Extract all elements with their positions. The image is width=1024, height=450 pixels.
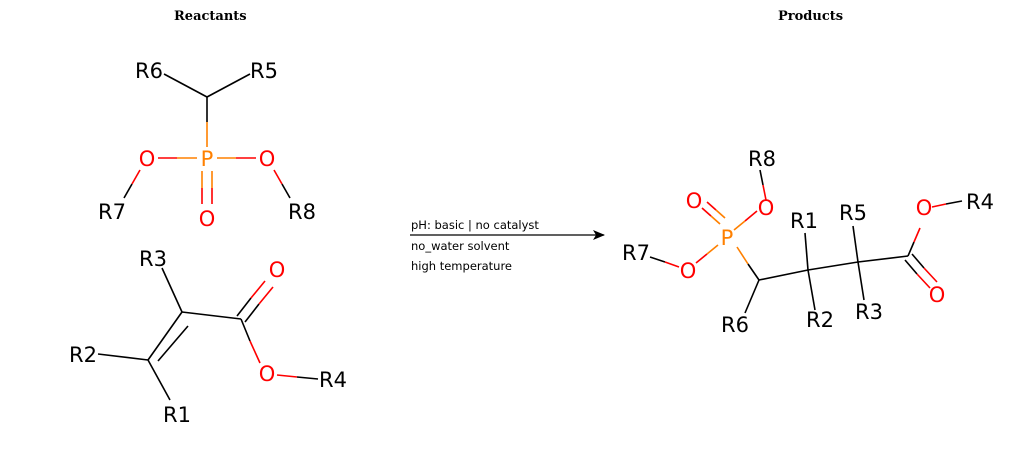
product-phosphorus-label: P	[721, 226, 734, 250]
reactant2-r1-label: R1	[163, 403, 191, 427]
product-oxygen-double-label: O	[686, 189, 703, 213]
reactants-heading: Reactants	[174, 9, 247, 24]
reactant2-r2-label: R2	[69, 343, 97, 367]
reactant2-oxygen-ester-label: O	[259, 362, 276, 386]
condition-temperature: high temperature	[411, 259, 512, 273]
reactant1-oxygen-left-label: O	[139, 147, 156, 171]
reactant2-r4-label: R4	[319, 368, 347, 392]
reactant1-r8-label: R8	[288, 200, 316, 224]
reactant-phosphonate: R6 R5 P O O O R7 R8	[98, 59, 316, 231]
products-heading: Products	[778, 9, 844, 24]
product-oxygen-carbonyl-label: O	[929, 283, 946, 307]
product-bonds	[649, 169, 963, 314]
reactant1-r7-label: R7	[98, 200, 126, 224]
reactant1-r5-label: R5	[250, 59, 278, 83]
reactant1-r6-label: R6	[135, 59, 163, 83]
product-oxygen-top-label: O	[758, 196, 775, 220]
reactant2-oxygen-carbonyl-label: O	[269, 258, 286, 282]
product-r1-label: R1	[790, 209, 818, 233]
reactant2-r3-label: R3	[139, 247, 167, 271]
product-molecule: R8 O O P O R7 R6 R1 R2 R5 R3 O R4 O	[622, 147, 994, 337]
reaction-arrow-group: pH: basic | no catalyst no_water solvent…	[410, 218, 605, 273]
reactant-acrylate: R3 R2 R1 O O R4	[69, 247, 347, 427]
reactant2-bonds	[97, 267, 319, 401]
reactant1-bonds	[123, 73, 291, 204]
product-r2-label: R2	[806, 308, 834, 332]
product-r3-label: R3	[855, 300, 883, 324]
condition-solvent: no_water solvent	[411, 239, 510, 253]
reactant1-oxygen-right-label: O	[259, 147, 276, 171]
reactant1-oxygen-double-label: O	[199, 207, 216, 231]
product-oxygen-left-label: O	[680, 259, 697, 283]
product-r8-label: R8	[748, 147, 776, 171]
product-r6-label: R6	[721, 313, 749, 337]
product-oxygen-ester-label: O	[916, 196, 933, 220]
reactant1-phosphorus-label: P	[201, 147, 214, 171]
condition-ph-catalyst: pH: basic | no catalyst	[411, 218, 539, 232]
product-r7-label: R7	[622, 241, 650, 265]
product-r5-label: R5	[839, 201, 867, 225]
product-r4-label: R4	[966, 190, 994, 214]
